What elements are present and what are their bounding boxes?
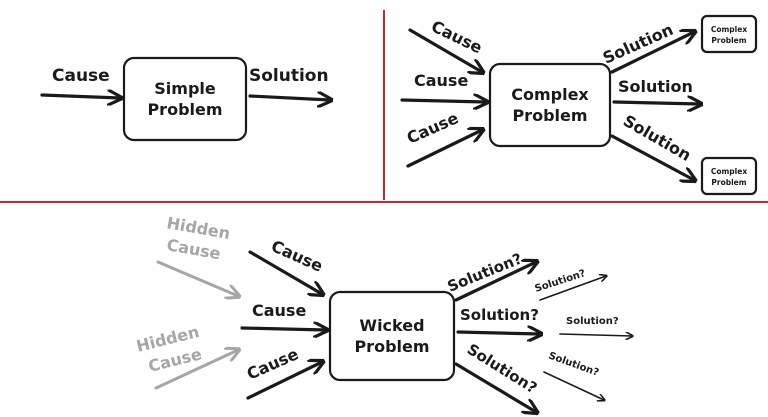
simple-problem-box xyxy=(122,56,248,142)
simple-solution-label: Solution xyxy=(249,66,329,86)
complex-solution-label-2: Solution xyxy=(618,77,693,96)
simple-problem-title-line1: Simple xyxy=(154,79,216,98)
simple-cause-arrow xyxy=(40,95,120,98)
hidden-cause-arrow-1 xyxy=(156,260,238,296)
wicked-solution-arrow-1 xyxy=(454,262,536,302)
wicked-solution-label-3: Solution? xyxy=(464,340,540,397)
wicked-problem-panel: Hidden Cause Hidden Cause Cause Cause Ca… xyxy=(134,213,632,412)
complex-subproblem-box-2 xyxy=(700,156,758,196)
wicked-subsolution-label-1: Solution? xyxy=(534,268,588,295)
wicked-subsolution-arrow-3 xyxy=(543,371,604,400)
complex-subproblem-2-line2: Problem xyxy=(711,178,746,187)
wicked-problem-box xyxy=(328,290,456,382)
wicked-cause-label-1: Cause xyxy=(268,236,325,276)
simple-solution-arrow xyxy=(248,96,330,100)
hidden-cause-arrow-2 xyxy=(154,350,238,390)
wicked-problem-title-line1: Wicked xyxy=(359,316,424,335)
complex-solution-label-3: Solution xyxy=(620,111,694,165)
complex-subproblem-2-line1: Complex xyxy=(711,167,747,176)
complex-solution-arrow-3 xyxy=(610,134,694,180)
wicked-subsolution-arrow-2 xyxy=(559,334,632,336)
simple-problem-title-line2: Problem xyxy=(147,100,222,119)
complex-problem-title-line2: Problem xyxy=(512,106,587,125)
simple-cause-label: Cause xyxy=(52,66,110,86)
wicked-subsolution-label-3: Solution? xyxy=(547,350,600,378)
wicked-subsolution-arrow-1 xyxy=(539,276,606,301)
simple-problem-panel: Cause Simple Problem Solution xyxy=(40,56,330,142)
complex-problem-panel: Cause Cause Cause Complex Problem Soluti… xyxy=(400,14,758,196)
wicked-subsolution-label-2: Solution? xyxy=(566,316,619,327)
complex-solution-arrow-2 xyxy=(612,102,700,104)
complex-solution-arrow-1 xyxy=(610,32,694,74)
complex-cause-arrow-2 xyxy=(400,100,486,102)
complex-cause-label-2: Cause xyxy=(414,71,468,90)
complex-problem-box xyxy=(488,62,612,148)
complex-problem-title-line1: Complex xyxy=(511,85,589,104)
complex-subproblem-box-1 xyxy=(700,14,758,54)
wicked-cause-arrow-2 xyxy=(240,328,326,330)
wicked-solution-arrow-3 xyxy=(454,362,536,412)
wicked-problem-title-line2: Problem xyxy=(354,337,429,356)
complex-cause-label-3: Cause xyxy=(404,108,461,148)
complex-cause-arrow-3 xyxy=(406,130,482,168)
complex-cause-label-1: Cause xyxy=(428,17,485,58)
complex-subproblem-1-line1: Complex xyxy=(711,25,747,34)
wicked-solution-label-2: Solution? xyxy=(460,306,539,324)
wicked-solution-arrow-2 xyxy=(456,332,540,334)
complex-subproblem-1-line2: Problem xyxy=(711,36,746,45)
wicked-cause-arrow-3 xyxy=(246,362,322,400)
wicked-cause-label-2: Cause xyxy=(252,301,306,320)
wicked-cause-arrow-1 xyxy=(248,250,322,294)
complex-cause-arrow-1 xyxy=(408,28,482,72)
